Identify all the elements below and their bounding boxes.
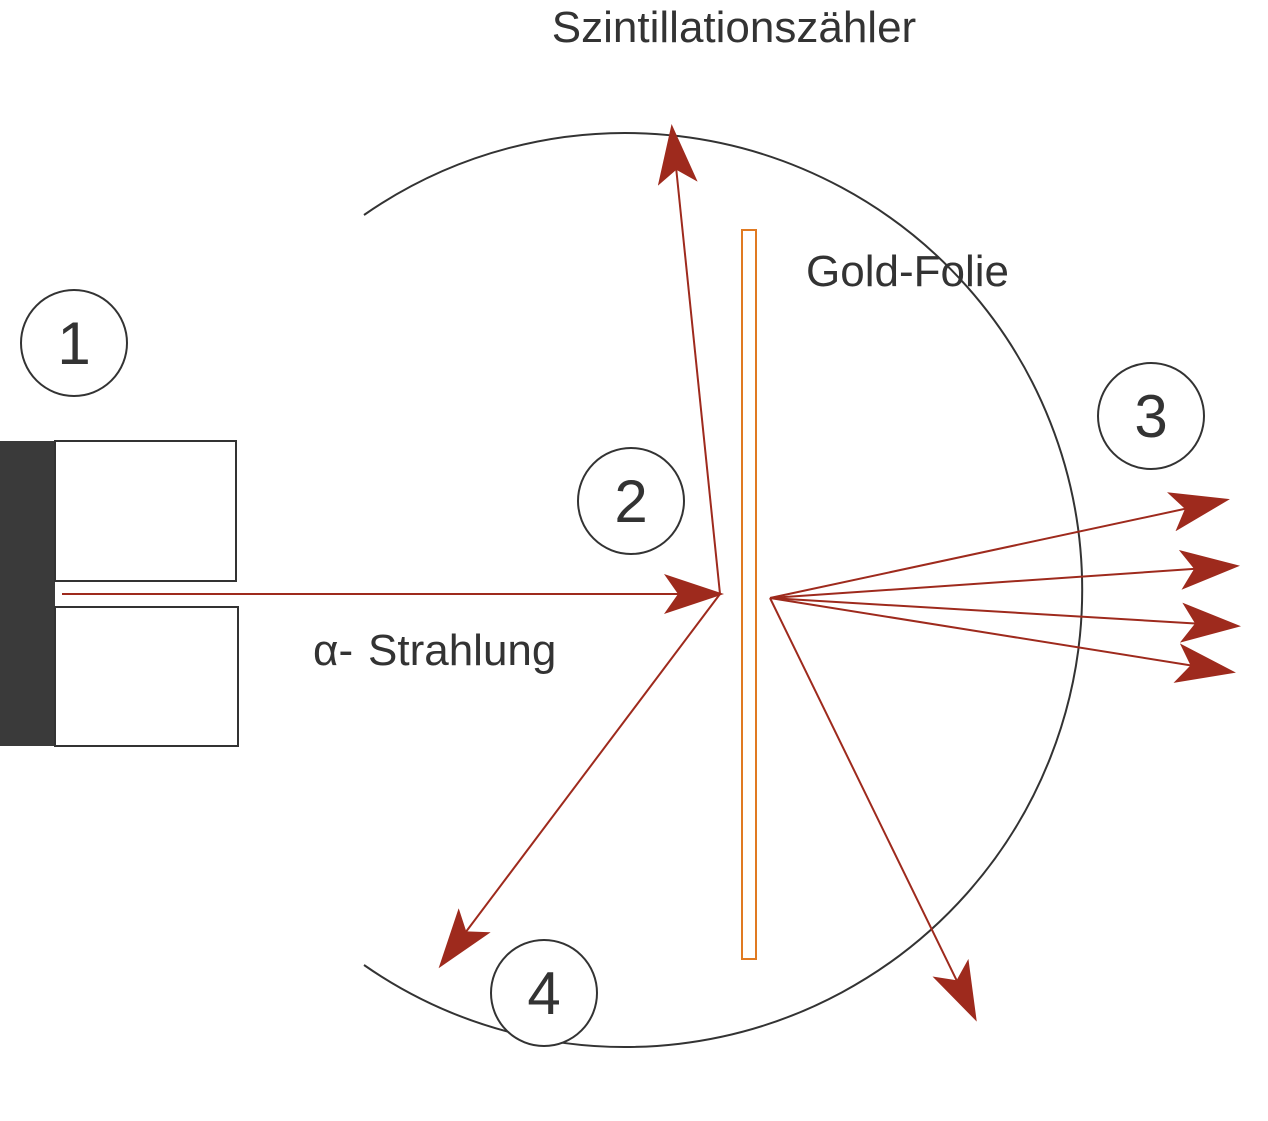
deflected-ray-2 (769, 549, 1240, 599)
collimator-upper-block (54, 440, 237, 582)
marker-3-label: 3 (1134, 383, 1167, 450)
backscatter-ray-up (657, 124, 721, 595)
marker-4-label: 4 (527, 960, 560, 1027)
deflected-ray-5 (769, 597, 977, 1022)
alpha-rays (62, 124, 1241, 1022)
deflected-ray-4 (769, 597, 1236, 683)
scintillation-counter-label: Szintillationszähler (552, 3, 916, 52)
radiation-label: Strahlung (368, 626, 556, 675)
gold-foil (741, 229, 757, 960)
deflected-ray-3 (769, 597, 1241, 643)
collimator-lower-block (54, 606, 239, 747)
source-backplate (0, 441, 55, 746)
marker-2-label: 2 (614, 468, 647, 535)
alpha-symbol-label: α- (313, 626, 353, 675)
marker-1-label: 1 (57, 310, 90, 377)
marker-1: 1 (20, 289, 128, 397)
marker-2: 2 (577, 447, 685, 555)
marker-3: 3 (1097, 362, 1205, 470)
marker-4: 4 (490, 939, 598, 1047)
gold-foil-label: Gold-Folie (806, 247, 1009, 296)
backscatter-ray-down (438, 593, 721, 969)
deflected-ray-1 (769, 492, 1230, 599)
